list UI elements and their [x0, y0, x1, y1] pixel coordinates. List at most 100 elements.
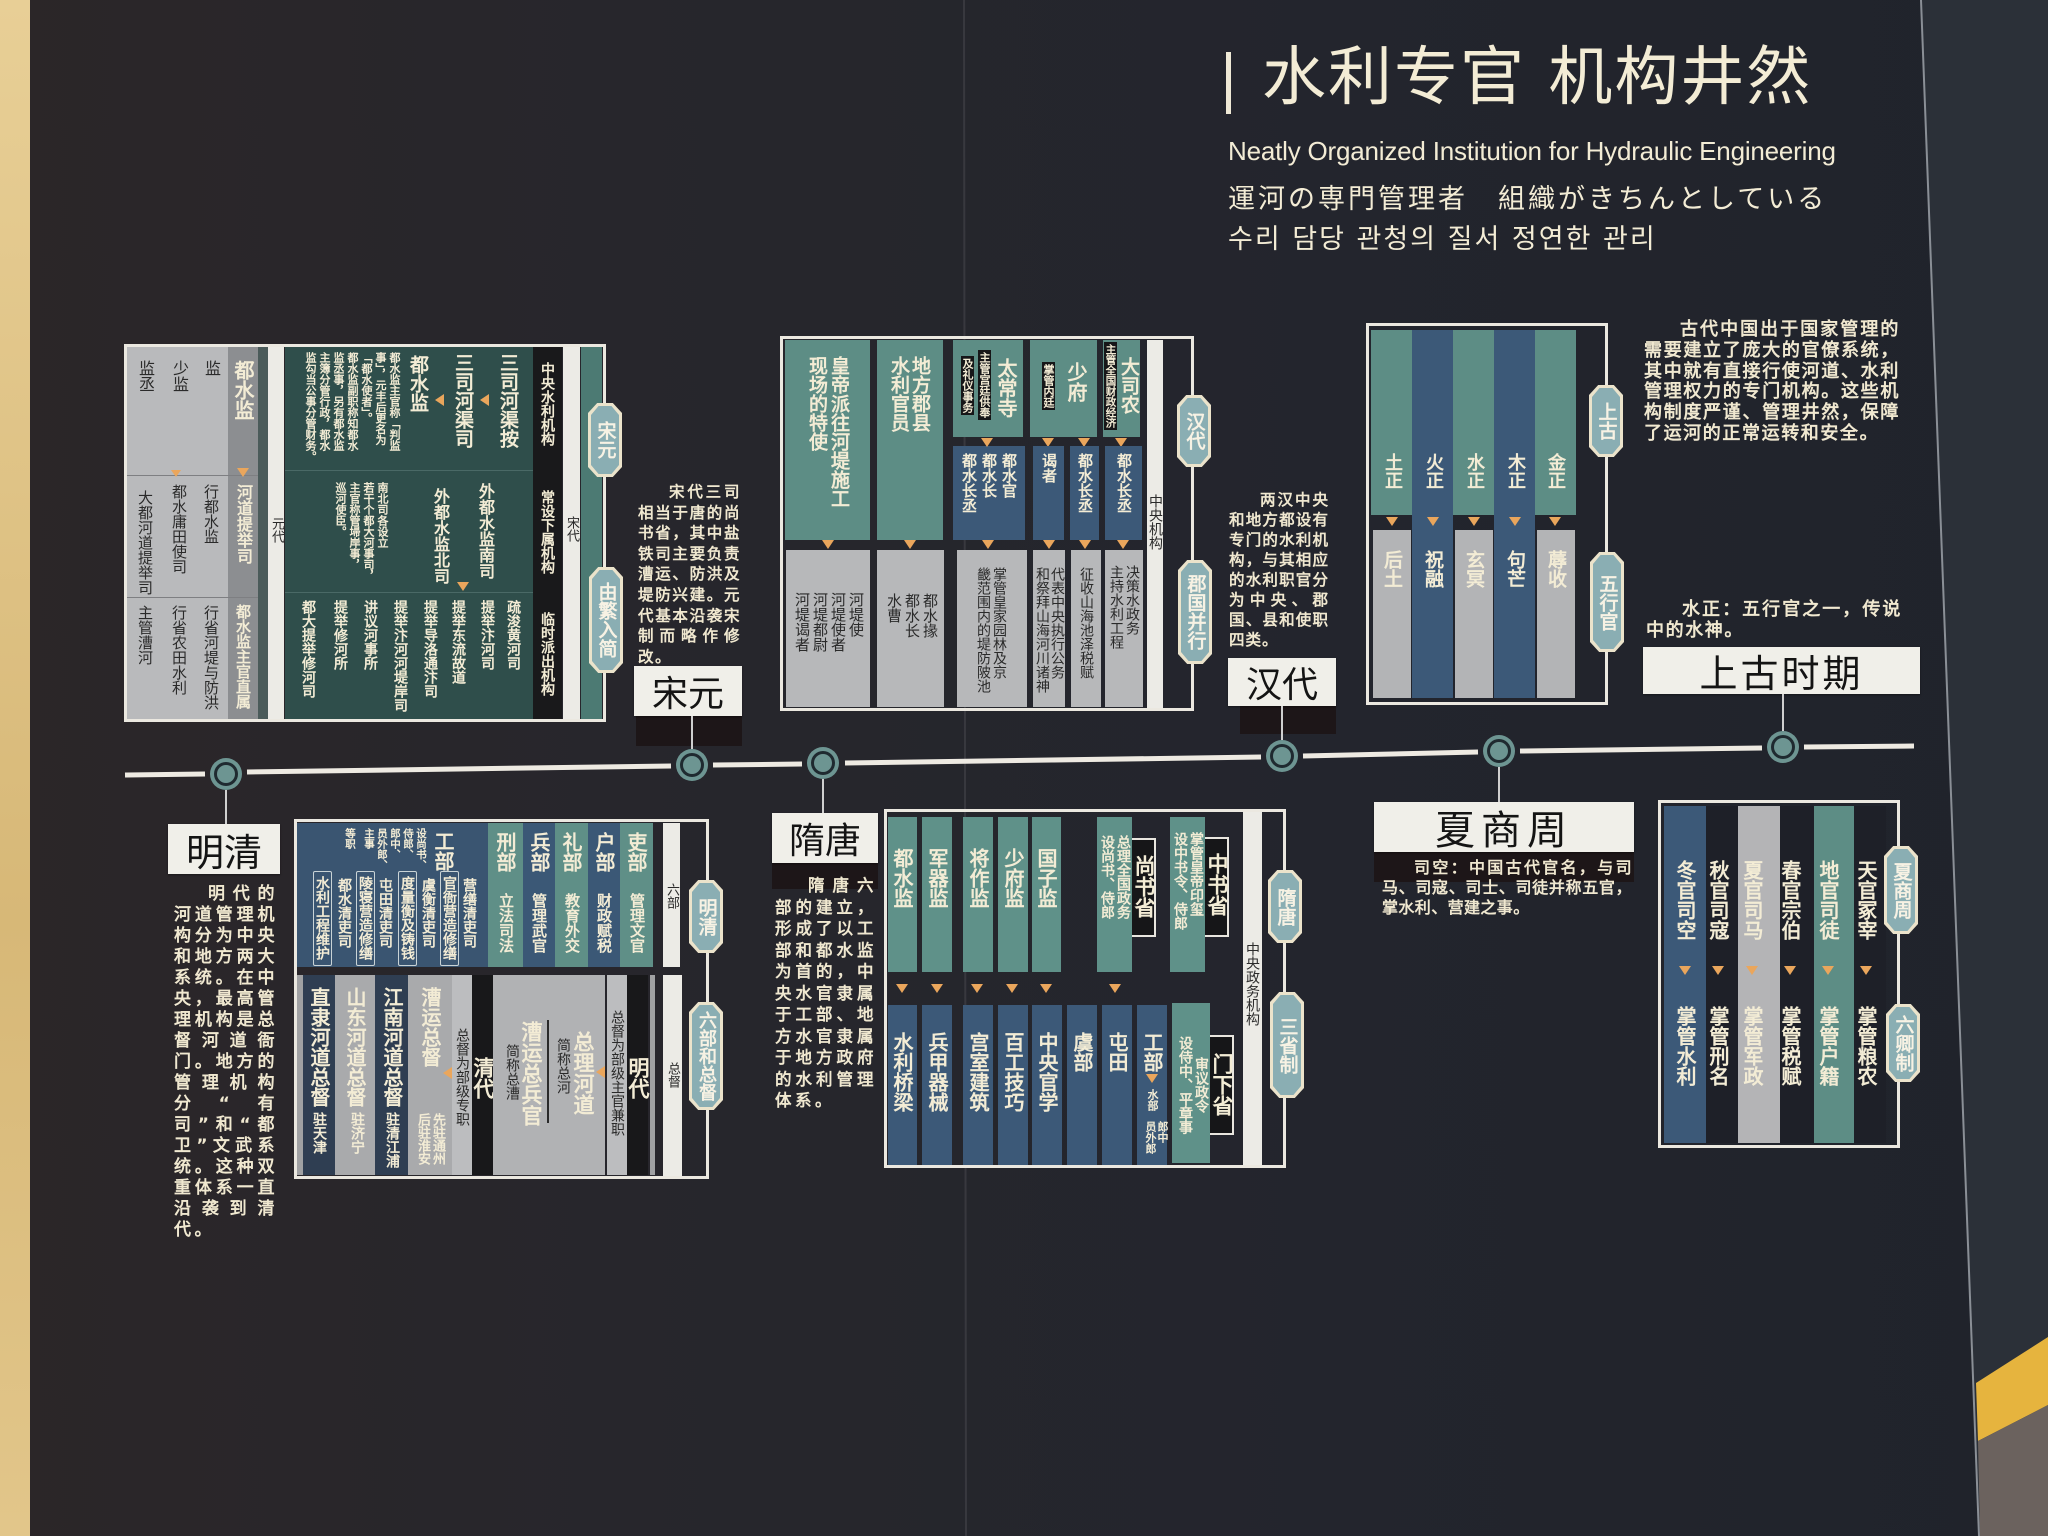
row-divider — [127, 597, 258, 598]
period-label-text: 夏商周 — [1435, 808, 1573, 854]
role-line: 及礼仪事务 — [961, 356, 974, 415]
governor-seat: 先驻通州 后驻淮安 — [415, 1113, 445, 1165]
han-envoy-officials: 河堤使 河堤使者 河堤都尉 河堤谒者 — [793, 592, 865, 652]
gongbu-bureau-duty-box — [356, 871, 375, 966]
ming-office-abbr: 简称总漕 — [504, 1044, 520, 1100]
badge-ministries-governors: 六部和总督 — [689, 1002, 723, 1110]
directorate-name: 都水监 — [890, 848, 914, 908]
badge-text: 夏商周 — [1890, 861, 1913, 919]
role-line: 审议政令 — [1193, 1057, 1209, 1113]
yuan-office: 行省河堤与防洪 — [202, 605, 220, 710]
note-line: 监丞事，另有都水监 — [332, 352, 345, 451]
gongbu-bureau-duty: 陵寝营造修缮 — [357, 876, 373, 960]
description-han: 两汉中央和地方都设有专门的水利机构，与其相应的水利职官分为中央、郡国、县和使职四… — [1229, 491, 1329, 649]
han-central-bar-label: 中央机构 — [1147, 494, 1163, 550]
minister-column — [1814, 806, 1854, 1143]
arrow-down-icon — [1043, 540, 1055, 549]
directorate-duty: 兵甲器械 — [925, 1032, 949, 1112]
arrow-down-icon — [931, 984, 943, 993]
role-line: 设中书令、侍郎 — [1172, 832, 1188, 930]
han-frame — [780, 336, 1194, 711]
ministry-name: 吏部 — [624, 832, 648, 872]
badge-xia-shang-zhou: 夏商周 — [1884, 846, 1918, 934]
ministry-block — [523, 823, 555, 967]
duty-block — [998, 1005, 1028, 1165]
note-shuizheng: 水正：五行官之一，传说中的水神。 — [1646, 599, 1902, 641]
ministry-duty: 管理文官 — [628, 893, 646, 953]
badge-fill: 夏商周 — [1887, 849, 1915, 931]
yuan-office: 监丞 — [136, 360, 155, 392]
official: 都水长 — [903, 593, 921, 638]
subtitle-japanese: 運河の専門管理者 組織がきちんとしている — [1228, 184, 1828, 215]
note-line: 监勾当公事分管财务。 — [304, 352, 317, 462]
han-shaofu-role: 掌管内廷 — [1042, 362, 1055, 410]
shanggu-office: 水正 — [1464, 453, 1485, 489]
zhongshu-role: 掌管皇帝印玺 设中书令、侍郎 — [1171, 832, 1204, 930]
han-dasinong-duty-block — [1105, 550, 1143, 707]
duty-line: 畿范围内的堤防陂池 — [975, 567, 991, 693]
period-label-text: 宋元 — [651, 674, 724, 715]
subtitle-english: Neatly Organized Institution for Hydraul… — [1228, 136, 1836, 166]
official: 郎中 — [1156, 1121, 1169, 1143]
arrow-left-icon — [443, 1067, 452, 1079]
ming-office-name: 漕运总兵官 — [519, 1021, 543, 1126]
han-envoy-title: 皇帝派往河堤施工 现场的特使 — [806, 356, 850, 508]
note-line: 主簿分管行政，都水 — [318, 352, 331, 451]
sui-tang-frame — [884, 809, 1286, 1168]
minister-duty: 掌管军政 — [1740, 1006, 1764, 1086]
directorate-block — [1032, 817, 1061, 972]
han-dasinong-duty: 决策水政务 主持水利工程 — [1108, 565, 1140, 649]
label-shadow-sui-tang — [772, 863, 878, 889]
badge-text: 郡国并行 — [1184, 574, 1207, 650]
badge-text: 上古 — [1595, 402, 1618, 440]
gongbu-officials: 郎中 员外郎 — [1144, 1121, 1169, 1154]
shanggu-office: 火正 — [1423, 453, 1444, 489]
shanggu-office-block — [1494, 330, 1535, 698]
description-shanggu: 古代中国出于国家管理的需要建立了庞大的官僚系统，其中就有直接行使河道、水利管理权… — [1644, 319, 1900, 444]
badge-fill: 明清 — [692, 883, 720, 950]
han-taichang-officials-block — [953, 446, 1025, 540]
arrow-down-icon — [1117, 540, 1129, 549]
role-line: 总理全国政务 — [1115, 835, 1131, 919]
official: 员外郎 — [1144, 1121, 1157, 1154]
role-line: 主管宫廷供奉 — [978, 350, 991, 420]
zhongshu-name: 中书省 — [1205, 853, 1229, 916]
qing-rank-note: 总督为部级专职 — [454, 1028, 470, 1126]
ministry-block — [488, 823, 523, 967]
arrow-down-icon — [896, 984, 908, 993]
menxia-label-box — [1210, 1035, 1234, 1135]
badge-fill: 六部和总督 — [692, 1005, 720, 1107]
minister-duty: 掌管刑名 — [1706, 1006, 1730, 1086]
minister-office: 地官司徒 — [1816, 860, 1840, 940]
han-dasinong-official: 都水长丞 — [1115, 453, 1133, 513]
label-shadow-song-yuan — [636, 716, 742, 746]
period-label-text: 隋唐 — [788, 821, 861, 862]
badge-text: 隋唐 — [1274, 887, 1297, 926]
panel-edge-line — [1920, 0, 1980, 1536]
official: 河堤谒者 — [793, 592, 811, 652]
directorate-block — [922, 817, 952, 972]
yuan-office: 大都河道提举司 — [136, 490, 154, 595]
gongbu-staff: 设尚书、 侍郎、 郎中、 员外郎、 主事 等职 — [338, 828, 427, 870]
badge-text: 汉代 — [1183, 412, 1206, 450]
arrow-down-icon — [971, 984, 983, 993]
arrow-left-icon — [435, 394, 444, 406]
arrow-down-icon — [981, 438, 993, 447]
period-label-han: 汉代 — [1228, 658, 1336, 706]
ming-office-name: 总理河道 — [571, 1031, 595, 1115]
arrow-left-icon — [596, 1066, 605, 1078]
badge-shanggu: 上古 — [1589, 385, 1623, 457]
han-local-officials: 都水掾 都水长 水曹 — [885, 593, 939, 638]
arrow-down-icon — [1078, 438, 1090, 447]
song-yuan-frame — [124, 344, 606, 722]
governor-name: 直隶河道总督 — [307, 987, 331, 1107]
shanggu-office: 金正 — [1545, 453, 1566, 489]
ministry-name: 刑部 — [493, 832, 517, 872]
duty-line: 代表中央执行公务 — [1049, 567, 1065, 679]
song-dynasty-label: 宋代 — [564, 516, 579, 542]
minister-office: 冬官司空 — [1673, 860, 1697, 940]
arrow-down-icon — [1109, 984, 1121, 993]
arrow-down-icon — [1006, 984, 1018, 993]
ministry-block — [620, 823, 653, 967]
gongbu-name: 工部 — [1140, 1032, 1164, 1072]
